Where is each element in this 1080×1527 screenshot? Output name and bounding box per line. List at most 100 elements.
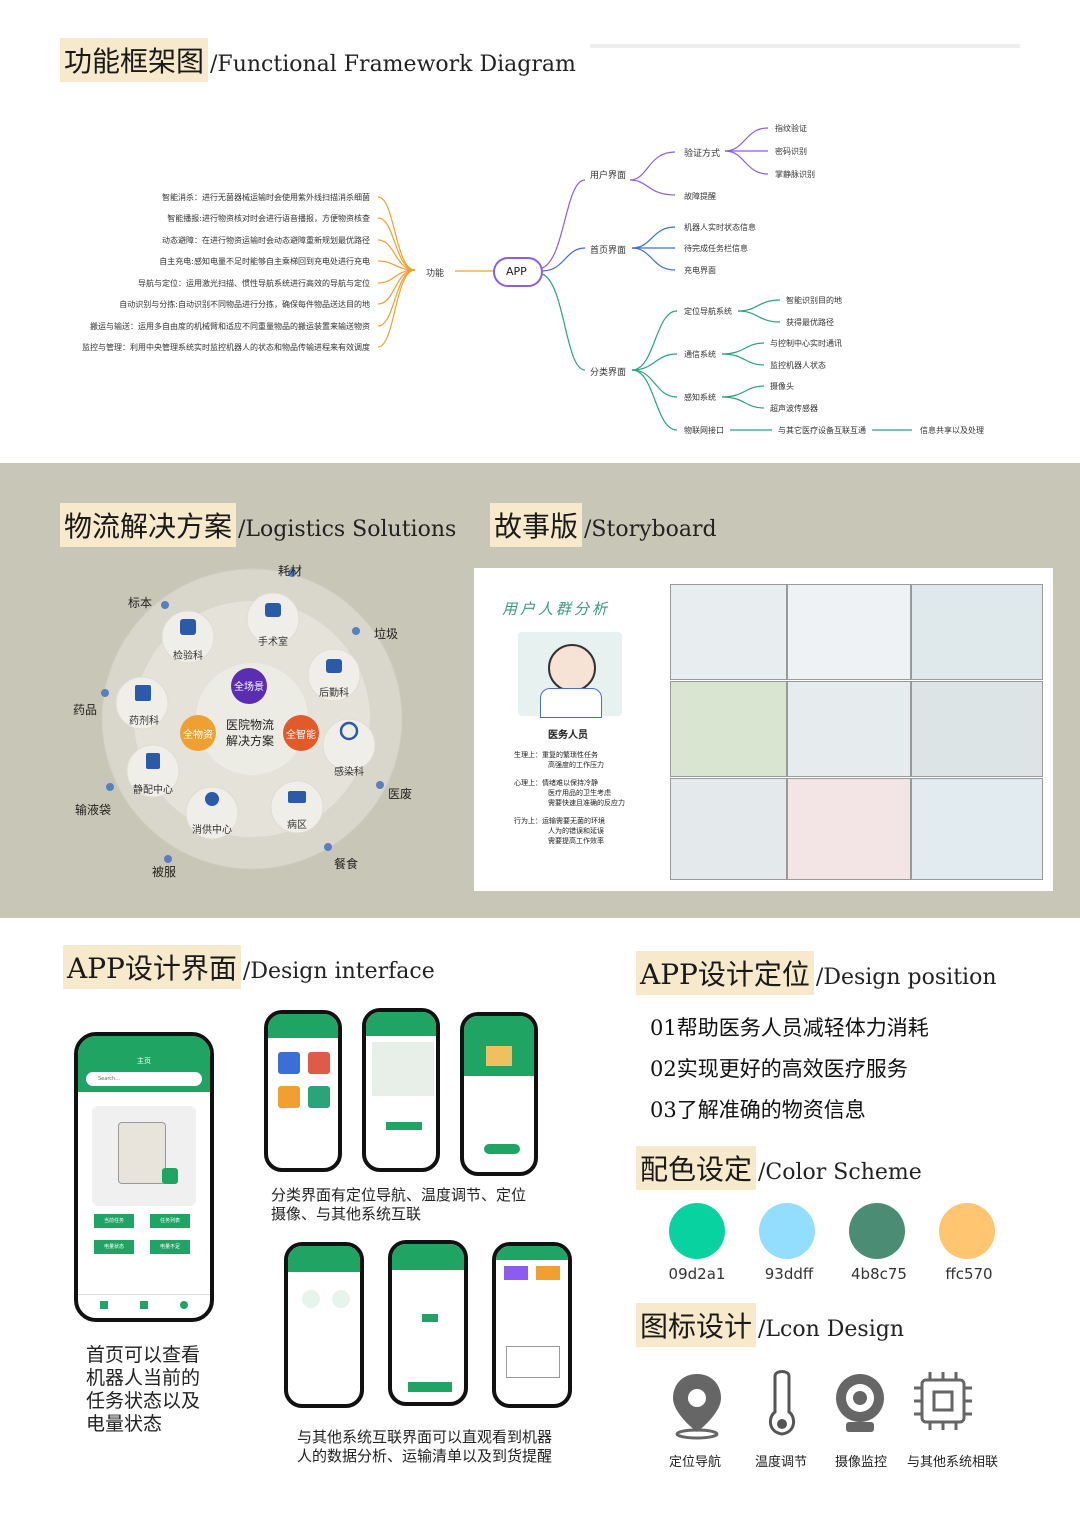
app-node-label: APP <box>506 265 527 278</box>
nav-item: 智能识别目的地 <box>786 296 842 305</box>
phone-mockup-delivery <box>460 1012 538 1176</box>
color-swatch <box>669 1203 725 1259</box>
nav-sys-node: 定位导航系统 <box>684 307 732 316</box>
phone-mockup-map <box>362 1008 440 1172</box>
caption-bottom: 与其他系统互联界面可以直观看到机器 人的数据分析、运输清单以及到货提醒 <box>297 1428 553 1465</box>
home-item: 机器人实时状态信息 <box>684 223 756 232</box>
storyboard-panel: 用户人群分析 医务人员 生理上：重复的繁琐性任务 高强度的工作压力 心理上：情绪… <box>474 568 1053 891</box>
main-phone-btn[interactable]: 电量状态 <box>94 1240 134 1254</box>
logistics-title: 物流解决方案 /Logistics Solutions <box>60 503 456 547</box>
function-item: 自动识别与分拣:自动识别不同物品进行分拣，确保每件物品送达目的地 <box>119 300 370 309</box>
comm-item: 监控机器人状态 <box>770 361 826 370</box>
verify-node: 验证方式 <box>684 149 721 159</box>
logistics-title-cn: 物流解决方案 <box>60 503 237 547</box>
app-node-box <box>493 257 543 287</box>
icon-label: 与其他系统相联 <box>907 1455 999 1470</box>
sense-item: 超声波传感器 <box>770 404 818 413</box>
dept-logistics: 后勤科 <box>319 688 349 699</box>
caption-top: 分类界面有定位导航、温度调节、定位 摄像、与其他系统互联 <box>271 1186 527 1223</box>
category-tab-icon[interactable] <box>140 1301 148 1309</box>
sense-item: 摄像头 <box>770 382 794 391</box>
icon-label: 温度调节 <box>755 1455 808 1470</box>
avatar-face-icon <box>548 644 596 692</box>
position-item: 03了解准确的物资信息 <box>650 1098 866 1122</box>
position-title-cn: APP设计定位 <box>636 951 814 995</box>
home-tab-icon[interactable] <box>100 1301 108 1309</box>
main-phone-btn[interactable]: 电量不足 <box>150 1240 190 1254</box>
comic-panel <box>787 778 911 880</box>
thermometer-icon <box>768 1370 796 1436</box>
framework-title-en: /Functional Framework Diagram <box>210 52 576 77</box>
color-title: 配色设定 /Color Scheme <box>636 1146 922 1190</box>
function-item: 导航与定位：运用激光扫描、惯性导航系统进行高效的导航与定位 <box>138 279 370 288</box>
position-item: 01帮助医务人员减轻体力消耗 <box>650 1016 929 1040</box>
position-item: 02实现更好的高效医疗服务 <box>650 1057 908 1081</box>
main-phone-btn[interactable]: 当前任务 <box>94 1214 134 1228</box>
badge-top: 全场景 <box>234 682 264 693</box>
color-hex: 4b8c75 <box>851 1265 907 1283</box>
main-phone-title: 主页 <box>137 1057 151 1065</box>
map-view[interactable] <box>372 1042 434 1096</box>
iot-item-b: 信息共享以及处理 <box>920 426 984 435</box>
persona-avatar <box>518 632 622 718</box>
location-tile-icon <box>278 1052 300 1074</box>
chip-tile-icon <box>308 1086 330 1108</box>
profile-tab-icon[interactable] <box>180 1301 188 1309</box>
color-swatch <box>759 1203 815 1259</box>
dept-pharmacy-center: 静配中心 <box>133 785 173 796</box>
main-phone-btn[interactable]: 任务列表 <box>150 1214 190 1228</box>
framework-title: 功能框架图 /Functional Framework Diagram <box>60 38 576 82</box>
robot-image <box>92 1106 196 1206</box>
comm-sys-node: 通信系统 <box>684 350 716 359</box>
color-hex: ffc570 <box>945 1265 993 1283</box>
badge-left-circle <box>180 715 216 751</box>
icon-set <box>673 1370 972 1440</box>
camera-tile-icon <box>278 1086 300 1108</box>
logistics-diagram <box>101 568 403 870</box>
design-title: APP设计界面 /Design interface <box>63 945 435 989</box>
main-phone-tabbar <box>78 1294 210 1315</box>
design-title-cn: APP设计界面 <box>63 945 241 989</box>
comic-panel <box>670 681 787 777</box>
icon-title-cn: 图标设计 <box>636 1303 757 1347</box>
dept-infection: 感染科 <box>334 767 364 778</box>
comic-panel <box>787 681 911 777</box>
badge-right-circle <box>283 715 319 751</box>
outer-medical-waste: 医废 <box>388 787 413 801</box>
storyboard-title-cn: 故事版 <box>490 503 583 547</box>
location-pin-icon <box>673 1374 721 1440</box>
outer-bedding: 被服 <box>152 865 177 879</box>
core-label-1: 医院物流 <box>225 718 274 732</box>
core-circle <box>196 663 308 775</box>
outer-consumables: 耗材 <box>278 564 303 578</box>
color-hex: 93ddff <box>764 1265 814 1283</box>
chip-icon <box>914 1372 972 1430</box>
outer-meals: 餐食 <box>334 857 359 871</box>
comic-panel <box>670 584 787 680</box>
dept-ward: 病区 <box>287 820 307 831</box>
comm-item: 与控制中心实时通讯 <box>770 339 842 348</box>
verify-item: 掌静脉识别 <box>775 170 815 179</box>
comic-panel <box>787 584 911 680</box>
framework-mindmap-lines <box>377 127 912 431</box>
badge-top-circle <box>231 668 267 704</box>
home-item: 待完成任务栏信息 <box>684 244 748 253</box>
function-item: 搬运与输送：运用多自由度的机械臂和适应不同重量物品的搬运装置来输送物资 <box>90 322 370 331</box>
dept-lab: 检验科 <box>173 651 203 662</box>
phone-mockup-analytics <box>492 1242 572 1408</box>
phone-mockup-list <box>388 1240 468 1406</box>
function-item: 动态避障：在进行物资运输时会动态避障重新规划最优路径 <box>162 236 370 245</box>
function-item: 智能消杀：进行无菌器械运输时会使用紫外线扫描消杀细菌 <box>162 193 370 202</box>
main-phone-search[interactable]: Search... <box>86 1072 202 1086</box>
dept-supply: 消供中心 <box>192 825 232 836</box>
analytics-chart-icon <box>506 1346 560 1378</box>
badge-right: 全智能 <box>286 730 316 741</box>
dept-pharmacy: 药剂科 <box>129 716 159 727</box>
iot-node: 物联网接口 <box>684 426 724 435</box>
persona-heading: 用户人群分析 <box>502 600 611 618</box>
color-title-en: /Color Scheme <box>758 1160 922 1185</box>
outer-infusion-bag: 输液袋 <box>75 803 112 817</box>
verify-item: 指纹验证 <box>775 124 807 133</box>
outer-medicine: 药品 <box>73 703 98 717</box>
storyboard-title: 故事版 /Storyboard <box>490 503 717 547</box>
